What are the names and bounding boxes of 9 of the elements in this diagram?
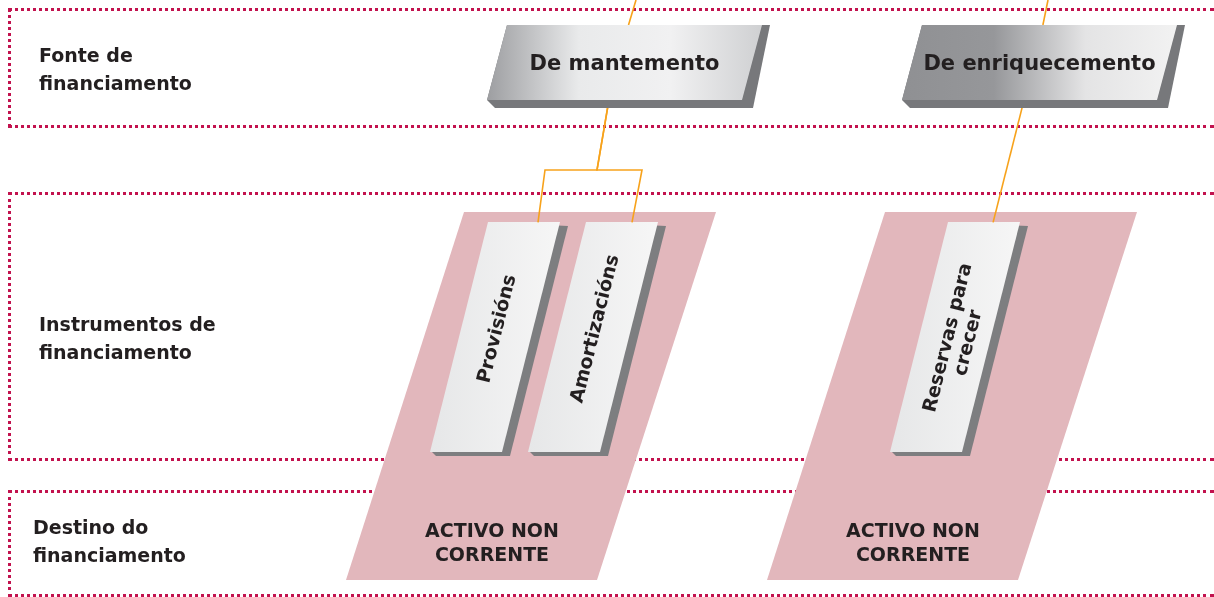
band-label: ACTIVO NON CORRENTE (845, 518, 981, 566)
connector-line (1042, 0, 1049, 26)
box-label: De enriquecemento (922, 50, 1157, 77)
row-heading: Fonte de financiamento (39, 43, 193, 96)
connector-line (627, 0, 637, 26)
row-heading: Instrumentos de financiamento (39, 312, 217, 365)
band-label: ACTIVO NON CORRENTE (424, 518, 560, 566)
row-heading: Destino do financiamento (33, 515, 187, 568)
box-label: De mantemento (528, 50, 721, 77)
